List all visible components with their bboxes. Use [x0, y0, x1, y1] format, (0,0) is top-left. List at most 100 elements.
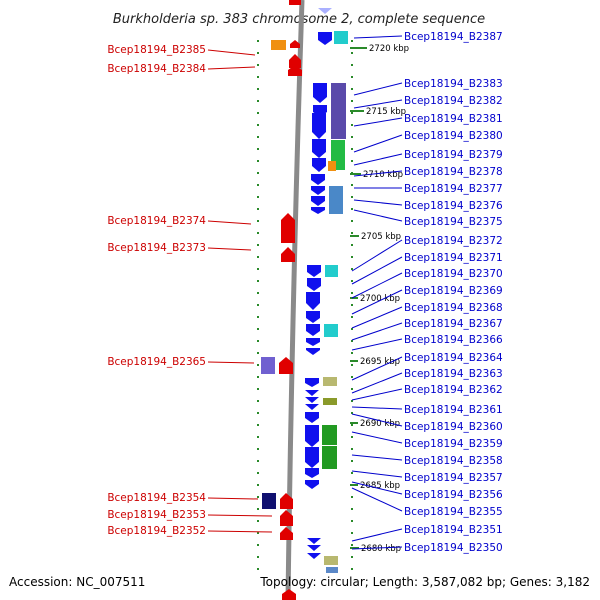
right-gene-label[interactable]: Bcep18194_B2378 — [404, 166, 503, 178]
gene-arrow[interactable] — [306, 348, 320, 355]
left-gene-label[interactable]: Bcep18194_B2385 — [107, 44, 206, 56]
gene-arrow[interactable] — [305, 397, 319, 403]
gene-arrow[interactable] — [311, 196, 325, 206]
gene-arrow[interactable] — [306, 292, 320, 310]
right-gene-label[interactable]: Bcep18194_B2357 — [404, 472, 503, 484]
gene-box[interactable] — [324, 556, 338, 565]
gene-box[interactable] — [262, 493, 276, 509]
gene-arrow[interactable] — [305, 390, 319, 396]
right-gene-label[interactable]: Bcep18194_B2370 — [404, 268, 503, 280]
gene-box[interactable] — [322, 446, 337, 469]
right-gene-label[interactable]: Bcep18194_B2381 — [404, 113, 503, 125]
right-gene-label[interactable]: Bcep18194_B2364 — [404, 352, 503, 364]
right-gene-label[interactable]: Bcep18194_B2387 — [404, 31, 503, 43]
gene-arrow[interactable] — [288, 65, 302, 76]
left-gene-label[interactable]: Bcep18194_B2384 — [107, 63, 206, 75]
right-gene-label[interactable]: Bcep18194_B2358 — [404, 455, 503, 467]
left-gene-label[interactable]: Bcep18194_B2352 — [107, 525, 206, 537]
gene-box[interactable] — [329, 186, 343, 214]
gene-arrow[interactable] — [306, 324, 320, 336]
gene-arrow[interactable] — [311, 207, 325, 214]
gene-arrow[interactable] — [305, 378, 319, 387]
left-gene-label[interactable]: Bcep18194_B2365 — [107, 356, 206, 368]
right-gene-label[interactable]: Bcep18194_B2383 — [404, 78, 503, 90]
gene-box[interactable] — [325, 265, 338, 277]
gene-box[interactable] — [324, 324, 338, 337]
right-gene-label[interactable]: Bcep18194_B2355 — [404, 506, 503, 518]
right-leader-line — [351, 413, 403, 427]
right-gene-label[interactable]: Bcep18194_B2366 — [404, 334, 503, 346]
gene-arrow[interactable] — [307, 553, 321, 559]
gene-arrow[interactable] — [305, 480, 319, 489]
left-leader-line — [207, 247, 252, 251]
gene-box[interactable] — [323, 377, 337, 386]
gene-box[interactable] — [334, 31, 348, 44]
gene-arrow[interactable] — [318, 32, 332, 45]
gene-arrow[interactable] — [318, 8, 332, 14]
right-gene-label[interactable]: Bcep18194_B2361 — [404, 404, 503, 416]
gene-box[interactable] — [331, 83, 346, 139]
left-gene-label[interactable]: Bcep18194_B2373 — [107, 242, 206, 254]
gene-arrow[interactable] — [289, 0, 301, 5]
gene-arrow[interactable] — [289, 54, 301, 68]
gene-box[interactable] — [322, 425, 337, 445]
left-gene-label[interactable]: Bcep18194_B2353 — [107, 509, 206, 521]
gene-box[interactable] — [261, 357, 275, 374]
gene-arrow[interactable] — [280, 527, 293, 540]
right-gene-label[interactable]: Bcep18194_B2369 — [404, 285, 503, 297]
gene-arrow[interactable] — [305, 425, 319, 447]
gene-arrow[interactable] — [305, 412, 319, 423]
gene-arrow[interactable] — [306, 338, 320, 346]
right-gene-label[interactable]: Bcep18194_B2351 — [404, 524, 503, 536]
right-gene-label[interactable]: Bcep18194_B2356 — [404, 489, 503, 501]
gene-arrow[interactable] — [305, 404, 319, 410]
gene-arrow[interactable] — [281, 247, 295, 262]
right-gene-label[interactable]: Bcep18194_B2367 — [404, 318, 503, 330]
gene-arrow[interactable] — [307, 278, 321, 291]
right-leader-line — [353, 134, 403, 153]
right-gene-label[interactable]: Bcep18194_B2360 — [404, 421, 503, 433]
right-gene-label[interactable]: Bcep18194_B2362 — [404, 384, 503, 396]
gene-arrow[interactable] — [307, 545, 321, 551]
right-gene-label[interactable]: Bcep18194_B2377 — [404, 183, 503, 195]
gene-arrow[interactable] — [306, 311, 320, 323]
gene-arrow[interactable] — [280, 493, 293, 509]
gene-arrow[interactable] — [307, 538, 321, 544]
left-gene-label[interactable]: Bcep18194_B2354 — [107, 492, 206, 504]
right-leader-line — [353, 99, 403, 109]
gene-box[interactable] — [323, 398, 337, 405]
right-gene-label[interactable]: Bcep18194_B2380 — [404, 130, 503, 142]
gene-arrow[interactable] — [312, 113, 326, 139]
right-gene-label[interactable]: Bcep18194_B2382 — [404, 95, 503, 107]
left-gene-label[interactable]: Bcep18194_B2374 — [107, 215, 206, 227]
gene-arrow[interactable] — [280, 510, 293, 526]
gene-arrow[interactable] — [279, 357, 293, 374]
left-leader-line — [207, 49, 256, 56]
gene-box[interactable] — [271, 40, 286, 50]
gene-box[interactable] — [326, 567, 338, 573]
right-leader-line — [353, 82, 403, 96]
right-leader-line — [351, 239, 403, 272]
gene-arrow[interactable] — [307, 265, 321, 277]
gene-arrow[interactable] — [311, 186, 325, 195]
gene-box[interactable] — [328, 161, 336, 171]
right-gene-label[interactable]: Bcep18194_B2376 — [404, 200, 503, 212]
gene-arrow[interactable] — [305, 447, 319, 468]
gene-arrow[interactable] — [312, 139, 326, 158]
gene-arrow[interactable] — [312, 158, 326, 172]
right-leader-line — [351, 388, 403, 401]
gene-arrow[interactable] — [305, 468, 319, 478]
right-gene-label[interactable]: Bcep18194_B2359 — [404, 438, 503, 450]
gene-arrow[interactable] — [313, 83, 327, 103]
gene-arrow[interactable] — [311, 174, 325, 185]
gene-arrow[interactable] — [282, 589, 296, 600]
right-gene-label[interactable]: Bcep18194_B2363 — [404, 368, 503, 380]
right-gene-label[interactable]: Bcep18194_B2375 — [404, 216, 503, 228]
gene-arrow[interactable] — [290, 40, 300, 48]
right-gene-label[interactable]: Bcep18194_B2379 — [404, 149, 503, 161]
right-gene-label[interactable]: Bcep18194_B2368 — [404, 302, 503, 314]
right-gene-label[interactable]: Bcep18194_B2371 — [404, 252, 503, 264]
right-gene-label[interactable]: Bcep18194_B2372 — [404, 235, 503, 247]
gene-arrow[interactable] — [281, 213, 295, 243]
right-gene-label[interactable]: Bcep18194_B2350 — [404, 542, 503, 554]
